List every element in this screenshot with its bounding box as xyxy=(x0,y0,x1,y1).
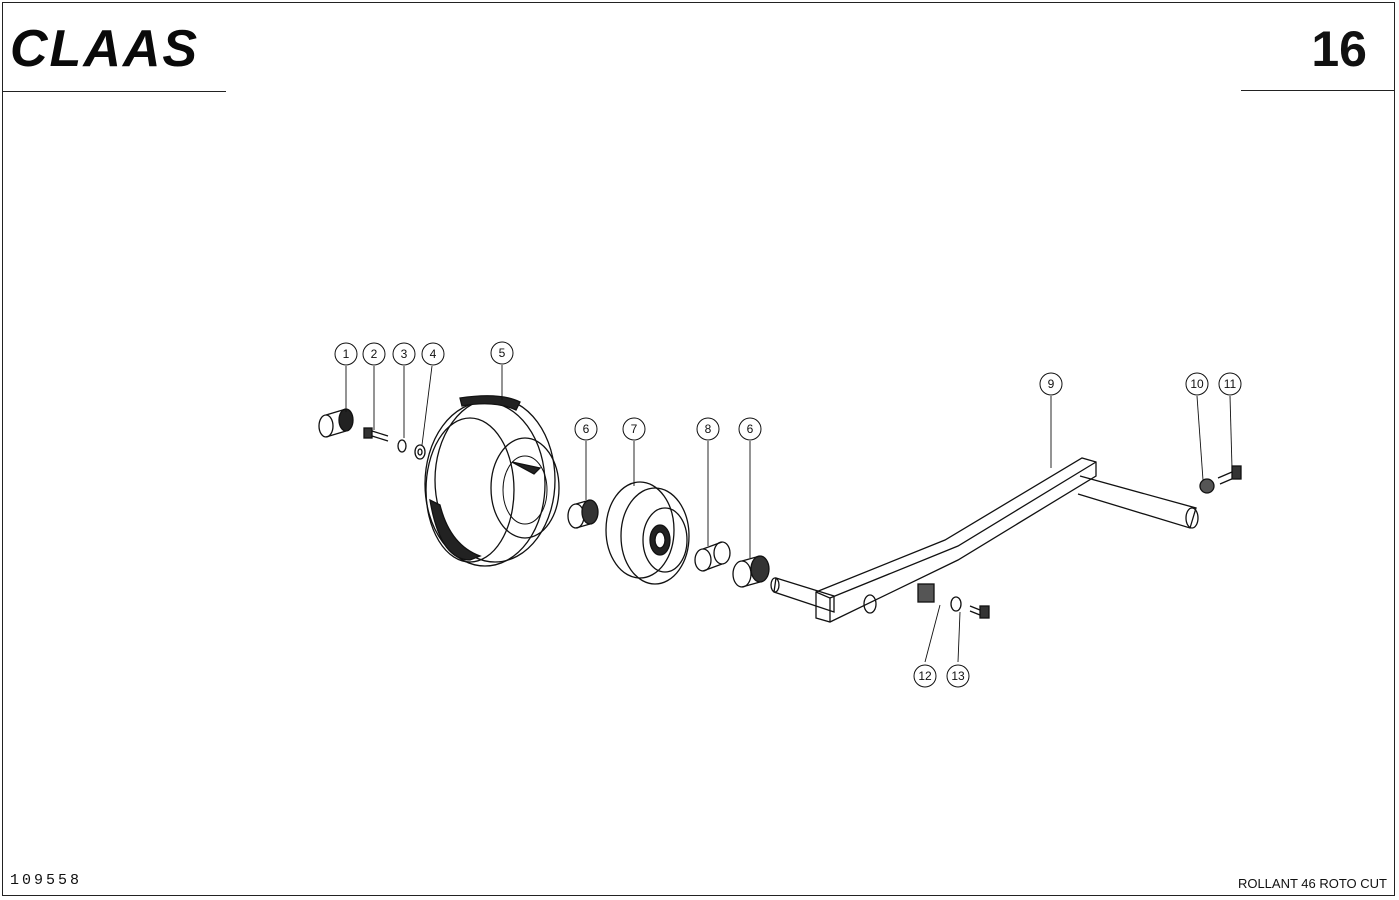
callouts: 1 2 3 4 5 6 7 8 xyxy=(334,341,1242,688)
callout-9: 9 xyxy=(1039,372,1063,396)
svg-text:9: 9 xyxy=(1048,377,1055,391)
leader-lines xyxy=(345,365,1233,663)
callout-7: 7 xyxy=(622,417,646,441)
callout-1: 1 xyxy=(334,342,358,366)
svg-text:12: 12 xyxy=(918,669,932,683)
brand-logo-text: CLAAS xyxy=(10,22,199,72)
part-11-bolt xyxy=(1217,465,1242,485)
callout-6b: 6 xyxy=(738,417,762,441)
callout-8: 8 xyxy=(696,417,720,441)
part-3-washer xyxy=(397,439,407,453)
svg-text:8: 8 xyxy=(705,422,712,436)
part-7-rim xyxy=(605,481,690,585)
part-9-axle-arm xyxy=(770,457,1199,623)
svg-text:6: 6 xyxy=(747,422,754,436)
header-rule-left xyxy=(2,91,226,92)
svg-text:2: 2 xyxy=(371,347,378,361)
part-8-spacer xyxy=(694,541,731,572)
callout-5: 5 xyxy=(490,341,514,365)
callout-4: 4 xyxy=(421,342,445,366)
part-10-nut xyxy=(1199,478,1215,494)
part-6-bearing-left xyxy=(567,499,599,529)
svg-text:13: 13 xyxy=(951,669,965,683)
svg-text:11: 11 xyxy=(1224,377,1237,391)
part-6-bearing-right xyxy=(732,555,770,588)
page-number: 16 xyxy=(1311,21,1367,77)
svg-text:5: 5 xyxy=(499,346,506,360)
claas-logo: CLAAS xyxy=(10,22,199,72)
svg-text:3: 3 xyxy=(401,347,408,361)
part-12-washer xyxy=(950,596,962,612)
callout-12: 12 xyxy=(913,664,937,688)
svg-text:6: 6 xyxy=(583,422,590,436)
svg-text:4: 4 xyxy=(430,347,437,361)
callout-11: 11 xyxy=(1218,372,1242,396)
header-rule-right xyxy=(1241,90,1395,91)
part-1-bushing xyxy=(318,408,354,438)
part-4-washer xyxy=(414,444,426,460)
callout-3: 3 xyxy=(392,342,416,366)
part-2-bolt xyxy=(363,427,389,442)
svg-text:1: 1 xyxy=(343,347,350,361)
model-name: ROLLANT 46 ROTO CUT xyxy=(1237,876,1387,891)
svg-text:7: 7 xyxy=(631,422,638,436)
callout-10: 10 xyxy=(1185,372,1209,396)
callout-13: 13 xyxy=(946,664,970,688)
svg-text:10: 10 xyxy=(1190,377,1204,391)
document-number: 109558 xyxy=(10,872,83,889)
callout-6a: 6 xyxy=(574,417,598,441)
part-5-tyre xyxy=(424,395,560,567)
part-13-bolt xyxy=(969,605,990,619)
callout-2: 2 xyxy=(362,342,386,366)
